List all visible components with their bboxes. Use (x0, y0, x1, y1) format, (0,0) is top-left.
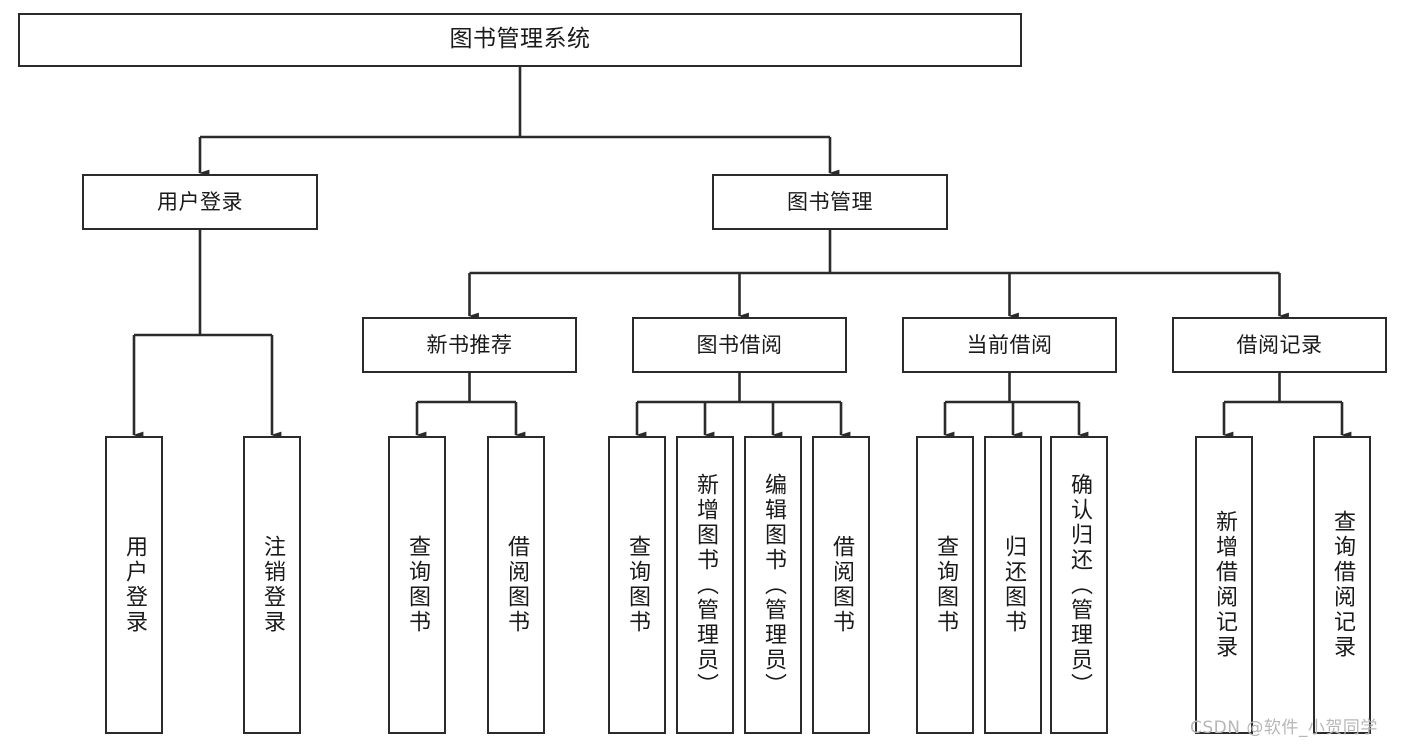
node-n-query[interactable]: 查询图书 (388, 436, 446, 734)
node-borrow[interactable]: 图书借阅 (632, 317, 847, 373)
node-label: 查询图书 (405, 535, 430, 635)
node-c-query[interactable]: 查询图书 (916, 436, 974, 734)
node-label: 借阅记录 (1236, 332, 1323, 357)
node-label: 查询借阅记录 (1330, 510, 1355, 660)
node-label: 查询图书 (625, 535, 650, 635)
node-label: 当前借阅 (966, 332, 1053, 357)
node-r-add[interactable]: 新增借阅记录 (1195, 436, 1253, 734)
node-n-borrow[interactable]: 借阅图书 (487, 436, 545, 734)
node-label: 新增借阅记录 (1212, 510, 1237, 660)
node-label: 编辑图书（管理员） (761, 472, 786, 698)
node-bookmgmt[interactable]: 图书管理 (712, 174, 948, 230)
node-label: 归还图书 (1001, 535, 1026, 635)
node-c-confirm[interactable]: 确认归还（管理员） (1050, 436, 1108, 734)
node-label: 借阅图书 (504, 535, 529, 635)
node-login[interactable]: 用户登录 (82, 174, 318, 230)
node-l-login[interactable]: 用户登录 (105, 436, 163, 734)
node-label: 图书借阅 (696, 332, 783, 357)
node-b-edit[interactable]: 编辑图书（管理员） (744, 436, 802, 734)
node-label: 用户登录 (122, 535, 147, 635)
node-newbook[interactable]: 新书推荐 (362, 317, 577, 373)
node-b-borrow[interactable]: 借阅图书 (812, 436, 870, 734)
node-c-return[interactable]: 归还图书 (984, 436, 1042, 734)
node-current[interactable]: 当前借阅 (902, 317, 1117, 373)
node-root[interactable]: 图书管理系统 (18, 13, 1022, 67)
node-label: 新书推荐 (426, 332, 513, 357)
node-label: 确认归还（管理员） (1067, 472, 1092, 698)
node-label: 用户登录 (157, 189, 243, 214)
node-label: 注销登录 (260, 535, 285, 635)
node-label: 查询图书 (933, 535, 958, 635)
csdn-watermark: CSDN @软件_小贺同学 (1190, 718, 1378, 738)
node-label: 图书管理 (787, 189, 873, 214)
node-b-query[interactable]: 查询图书 (608, 436, 666, 734)
node-label: 图书管理系统 (449, 26, 591, 53)
node-label: 借阅图书 (829, 535, 854, 635)
node-label: 新增图书（管理员） (693, 472, 718, 698)
node-l-logout[interactable]: 注销登录 (243, 436, 301, 734)
node-r-query[interactable]: 查询借阅记录 (1313, 436, 1371, 734)
node-records[interactable]: 借阅记录 (1172, 317, 1387, 373)
node-b-add[interactable]: 新增图书（管理员） (676, 436, 734, 734)
